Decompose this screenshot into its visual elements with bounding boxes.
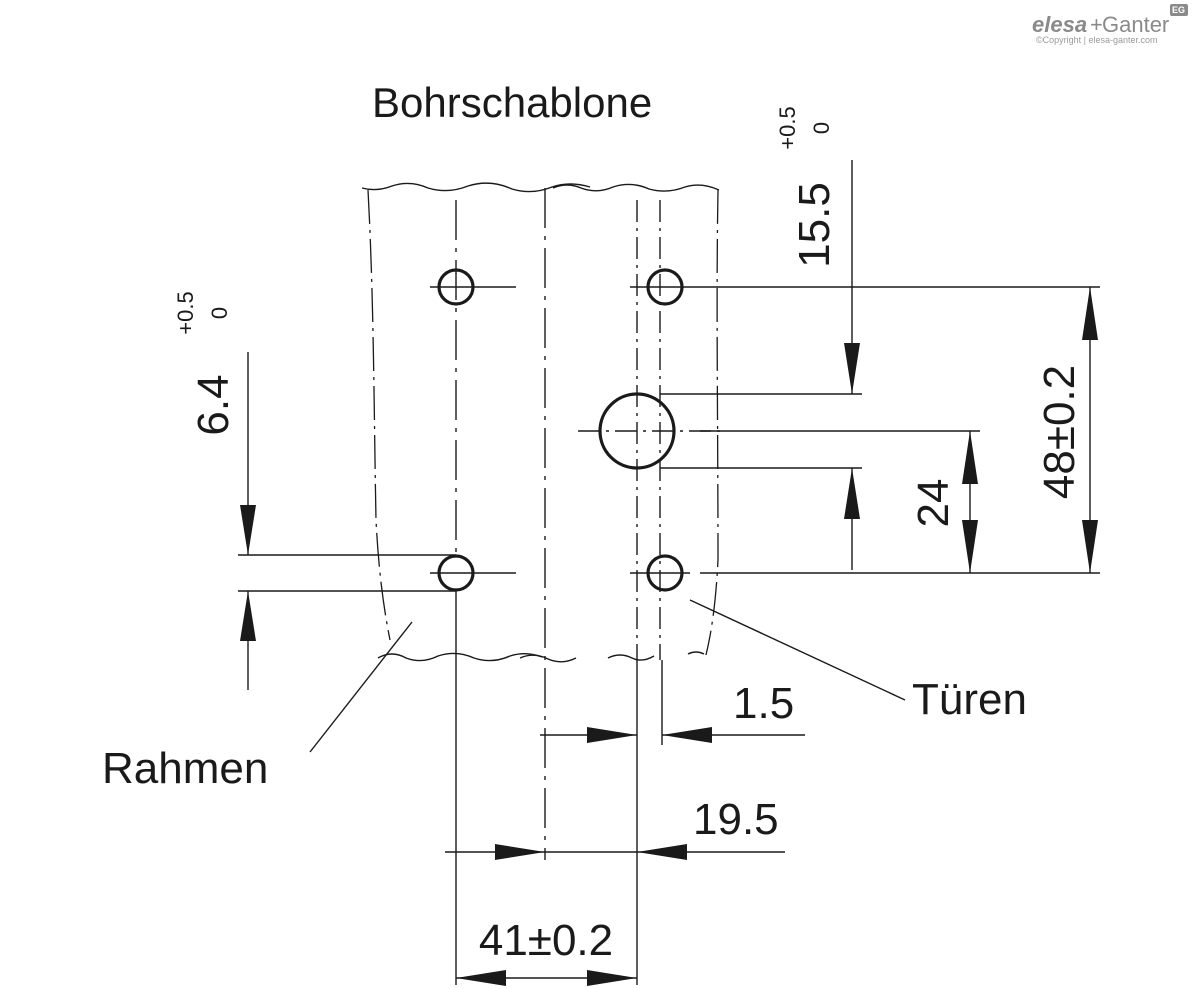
centerlines bbox=[430, 200, 720, 985]
dimension-15-5-label: 15.5 bbox=[790, 182, 839, 268]
dimension-19-5-label: 19.5 bbox=[693, 795, 779, 844]
frame-outline bbox=[367, 188, 719, 860]
logo-badge bbox=[1170, 4, 1188, 16]
holes bbox=[437, 268, 684, 592]
logo-elesa: elesa bbox=[1032, 12, 1087, 37]
leader-rahmen: Rahmen bbox=[102, 621, 413, 793]
dimension-41: 41±0.2 bbox=[456, 916, 637, 986]
label-tueren: Türen bbox=[912, 675, 1027, 724]
hole-bottom-right bbox=[646, 554, 684, 592]
dimension-41-label: 41±0.2 bbox=[479, 916, 613, 965]
logo-copyright: ©Copyright | elesa-ganter.com bbox=[1036, 35, 1158, 45]
dimension-6-4-label: 6.4 bbox=[189, 374, 238, 435]
dimension-6-4-tol-upper: +0.5 bbox=[173, 291, 198, 334]
dimension-24-label: 24 bbox=[909, 479, 958, 528]
hole-center bbox=[598, 392, 676, 470]
dimension-48-label: 48±0.2 bbox=[1035, 365, 1084, 499]
dimension-1-5: 1.5 bbox=[540, 660, 805, 985]
dimension-19-5: 19.5 bbox=[445, 795, 785, 860]
logo-badge-text: EG bbox=[1172, 5, 1185, 15]
dimension-24: 24 bbox=[700, 430, 980, 573]
dimension-6-4: 6.4 +0.5 0 bbox=[173, 291, 456, 690]
logo-plus: + bbox=[1090, 12, 1103, 37]
hole-bottom-left bbox=[437, 554, 475, 592]
hole-top-left bbox=[437, 268, 475, 306]
dimension-15-5-tol-lower: 0 bbox=[809, 122, 834, 134]
title-bohrschablone: Bohrschablone bbox=[372, 79, 652, 126]
elesa-ganter-logo: elesa + Ganter EG ©Copyright | elesa-gan… bbox=[1032, 4, 1188, 45]
leader-tueren: Türen bbox=[689, 599, 1027, 724]
label-rahmen: Rahmen bbox=[102, 744, 268, 793]
dimension-6-4-tol-lower: 0 bbox=[207, 307, 232, 319]
dimension-1-5-label: 1.5 bbox=[733, 679, 794, 728]
dimension-15-5: 15.5 +0.5 0 bbox=[660, 106, 862, 570]
dimension-48: 48±0.2 bbox=[700, 286, 1100, 574]
hole-top-right bbox=[646, 268, 684, 306]
dimension-15-5-tol-upper: +0.5 bbox=[775, 106, 800, 149]
logo-ganter: Ganter bbox=[1102, 12, 1169, 37]
